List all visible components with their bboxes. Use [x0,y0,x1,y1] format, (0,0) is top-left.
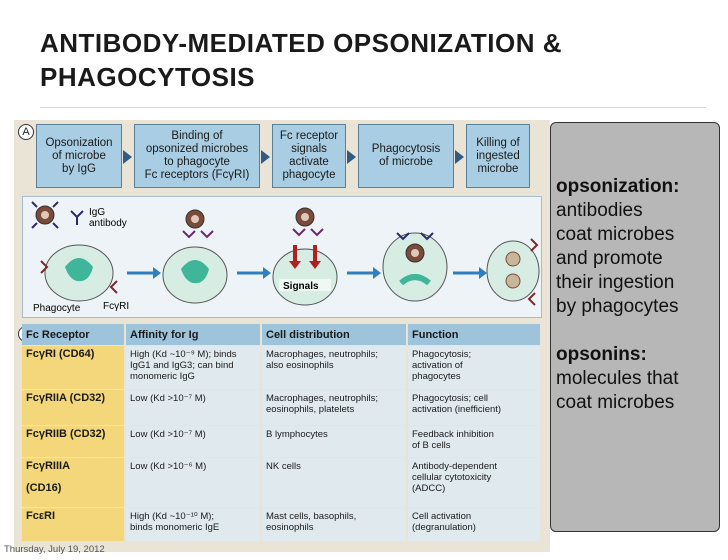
table-header: Fc Receptor [22,324,126,346]
table-cell: Macrophages, neutrophils; also eosinophi… [262,346,408,390]
step-phagocytosis: Phagocytosis of microbe [358,124,454,188]
step-binding: Binding of opsonized microbes to phagocy… [134,124,260,188]
table-row: FcγRIIIA (CD16) Low (Kd >10⁻⁶ M) NK cell… [22,458,542,508]
antibody-label: antibody [89,218,127,229]
table-cell: Low (Kd >10⁻⁷ M) [126,390,262,426]
table-cell: Cell activation (degranulation) [408,508,542,542]
table-cell: FcγRIIB (CD32) [22,426,126,458]
table-header: Affinity for Ig [126,324,262,346]
table-cell: High (Kd ~10⁻⁹ M); binds IgG1 and IgG3; … [126,346,262,390]
panel-a-label: A [18,124,34,140]
fcr-label: FcγRI [103,301,129,312]
arrow-icon [123,150,132,164]
phagocyte-label: Phagocyte [33,303,81,314]
table-cell: FcγRI (CD64) [22,346,126,390]
phagocyte-ingesting-icon [382,232,448,302]
phagocyte-icon [40,244,118,302]
table-cell: Feedback inhibition of B cells [408,426,542,458]
table-cell: FcεRI [22,508,126,542]
arrow-icon [373,267,381,279]
table-header: Function [408,324,542,346]
table-cell: B lymphocytes [262,426,408,458]
table-cell: Phagocytosis; activation of phagocytes [408,346,542,390]
table-cell: Mast cells, basophils, eosinophils [262,508,408,542]
table-cell: NK cells [262,458,408,508]
arrow-icon [455,150,464,164]
opsonins-definition: molecules that coat microbes [556,368,679,413]
phagocyte-killing-icon [486,238,540,306]
opsonization-definition: antibodies coat microbes and promote the… [556,200,679,317]
table-header-row: Fc Receptor Affinity for Ig Cell distrib… [22,324,542,346]
arrow-icon [153,267,161,279]
arrow-icon [347,150,356,164]
opsonized-microbe-icon [31,201,59,229]
opsonization-term: opsonization: [556,176,680,197]
table-cell: High (Kd ~10⁻¹⁰ M); binds monomeric IgE [126,508,262,542]
table-cell: Macrophages, neutrophils; eosinophils, p… [262,390,408,426]
slide-title-line-2: PHAGOCYTOSIS [40,62,256,92]
table-row: FcεRI High (Kd ~10⁻¹⁰ M); binds monomeri… [22,508,542,542]
arrow-icon [263,267,271,279]
slide-date: Thursday, July 19, 2012 [4,544,105,555]
table-cell: Low (Kd >10⁻⁷ M) [126,426,262,458]
table-cell: Low (Kd >10⁻⁶ M) [126,458,262,508]
phagocyte-signals-icon [272,207,338,306]
table-cell: Antibody-dependent cellular cytotoxicity… [408,458,542,508]
igg-antibody-icon [70,210,84,225]
opsonins-term: opsonins: [556,344,647,365]
table-row: FcγRI (CD64) High (Kd ~10⁻⁹ M); binds Ig… [22,346,542,390]
slide-title: ANTIBODY-MEDIATED OPSONIZATION & PHAGOCY… [40,26,562,94]
arrow-icon [479,267,487,279]
table-row: FcγRIIB (CD32) Low (Kd >10⁻⁷ M) B lympho… [22,426,542,458]
spacer [556,319,713,343]
table-header: Cell distribution [262,324,408,346]
table-cell: Phagocytosis; cell activation (inefficie… [408,390,542,426]
table-cell: FcγRIIIA (CD16) [22,458,126,508]
signals-label: Signals [283,281,319,292]
step-killing: Killing of ingested microbe [466,124,530,188]
textbook-figure: A Opsonization of microbe by IgG Binding… [14,120,550,552]
fc-receptor-table: Fc Receptor Affinity for Ig Cell distrib… [22,324,542,542]
phagocyte-binding-icon [162,209,228,304]
opsonization-illustration: IgG antibody Phagocyte FcγRI [22,196,542,318]
arrow-icon [261,150,270,164]
table-cell: FcγRIIA (CD32) [22,390,126,426]
definitions-box: opsonization: antibodies coat microbes a… [550,122,720,532]
step-opsonization: Opsonization of microbe by IgG [36,124,122,188]
table-row: FcγRIIA (CD32) Low (Kd >10⁻⁷ M) Macropha… [22,390,542,426]
phagocytosis-diagram: IgG antibody Phagocyte FcγRI [31,201,540,314]
step-fc-signals: Fc receptor signals activate phagocyte [272,124,346,188]
igg-label: IgG [89,207,105,218]
slide-title-line-1: ANTIBODY-MEDIATED OPSONIZATION & [40,28,563,58]
title-divider [40,107,706,108]
